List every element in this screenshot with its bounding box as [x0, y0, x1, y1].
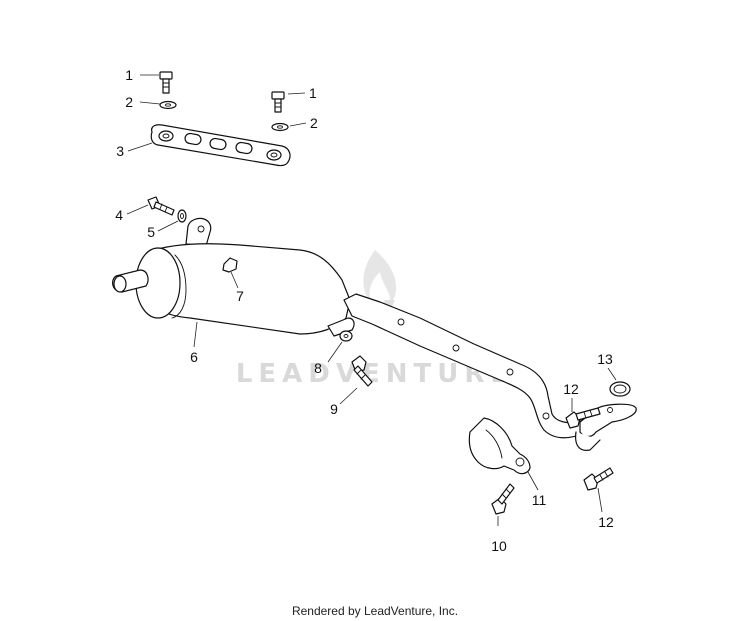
footer-credit: Rendered by LeadVenture, Inc. — [291, 604, 459, 618]
part-1-bolt-right — [271, 91, 285, 113]
callout-1-left: 1 — [125, 67, 133, 83]
part-11-heat-shield — [468, 417, 531, 475]
callout-10: 10 — [491, 538, 507, 554]
callout-12-lower: 12 — [598, 514, 614, 530]
callout-3: 3 — [116, 143, 124, 159]
part-6-muffler — [112, 217, 637, 451]
part-3-muffler-bracket — [150, 124, 291, 167]
callout-9: 9 — [330, 401, 338, 417]
part-13-gasket — [609, 381, 631, 397]
callout-7: 7 — [236, 288, 244, 304]
callout-5: 5 — [147, 224, 155, 240]
part-4-bolt — [147, 196, 175, 216]
callout-11: 11 — [532, 492, 547, 508]
part-8-washer — [339, 330, 353, 342]
part-10-bolt — [491, 483, 515, 515]
part-9-bolt — [351, 355, 373, 387]
callout-1-right: 1 — [309, 85, 317, 101]
callout-4: 4 — [115, 207, 123, 223]
part-1-bolt-left — [159, 71, 173, 94]
part-12-bolt-upper — [565, 407, 601, 429]
callout-8: 8 — [314, 360, 322, 376]
callout-6: 6 — [190, 349, 198, 365]
callout-13: 13 — [597, 351, 613, 367]
callout-12-upper: 12 — [563, 381, 579, 397]
callout-2-right: 2 — [310, 115, 318, 131]
part-2-washer-right — [271, 122, 289, 132]
part-2-washer-left — [159, 100, 177, 110]
part-12-bolt-lower — [583, 467, 614, 491]
callout-2-left: 2 — [125, 94, 133, 110]
callouts: 1 2 3 1 2 4 5 7 6 8 9 10 11 12 12 13 — [115, 67, 614, 554]
part-5-washer — [177, 209, 187, 223]
leader-lines — [126, 74, 617, 526]
part-7-grommet — [222, 257, 238, 273]
